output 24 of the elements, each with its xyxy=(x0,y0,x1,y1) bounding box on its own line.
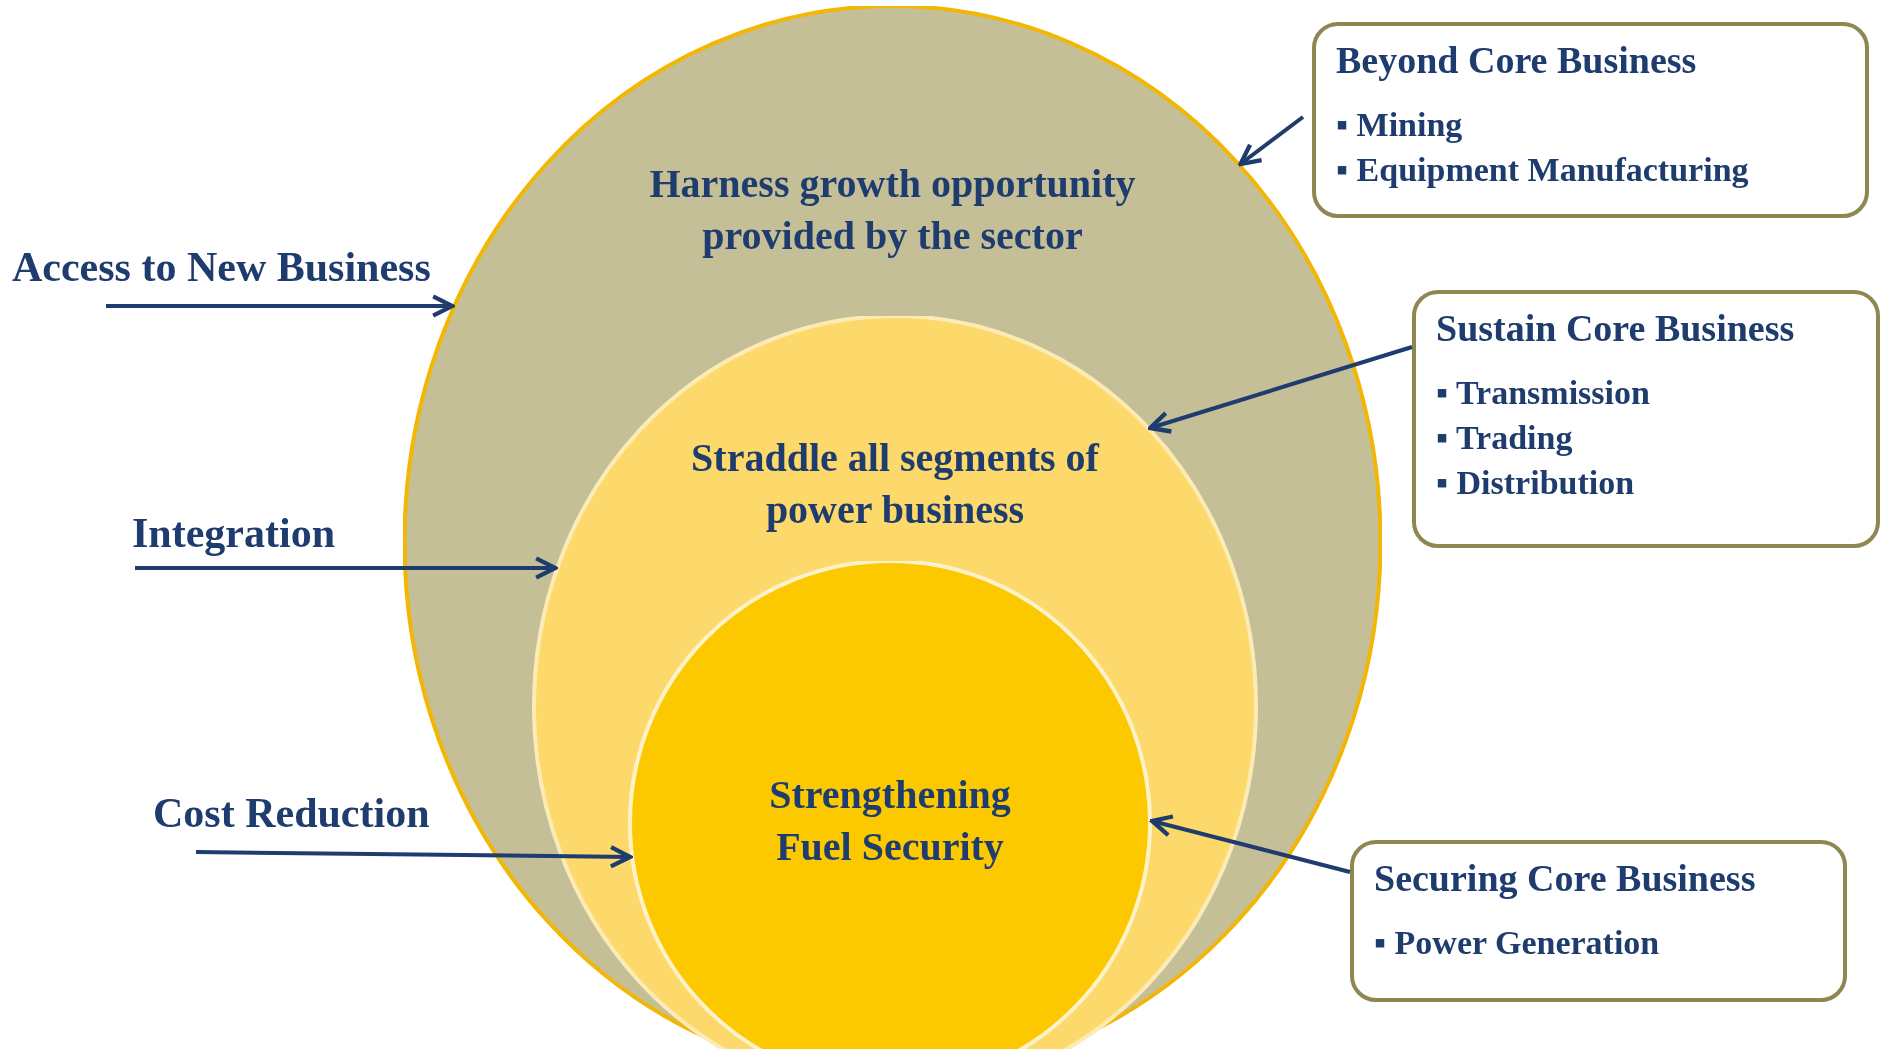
box-heading: Beyond Core Business xyxy=(1336,38,1698,83)
info-box xyxy=(1312,22,1869,218)
side-label: Cost Reduction xyxy=(153,790,430,836)
circle-label: Straddle all segments of power business xyxy=(690,434,1101,534)
bullet-item: ▪ Trading xyxy=(1436,418,1574,458)
arrow xyxy=(1149,814,1351,874)
info-box xyxy=(1412,290,1880,548)
bullet-item: ▪ Distribution xyxy=(1436,463,1636,503)
arrow xyxy=(1148,345,1413,434)
arrow xyxy=(195,845,633,869)
box-heading: Securing Core Business xyxy=(1374,856,1757,901)
box-heading: Sustain Core Business xyxy=(1436,306,1796,351)
arrow xyxy=(106,294,455,318)
circle-label: Strengthening Fuel Security xyxy=(768,771,1012,871)
bullet-item: ▪ Power Generation xyxy=(1374,923,1661,963)
side-label: Integration xyxy=(132,510,335,556)
info-box xyxy=(1350,840,1847,1002)
bullet-item: ▪ Equipment Manufacturing xyxy=(1336,150,1750,190)
arrow xyxy=(1238,115,1305,167)
circle-label: Harness growth opportunity provided by the sector xyxy=(648,160,1137,260)
bullet-item: ▪ Mining xyxy=(1336,105,1464,145)
arrow xyxy=(135,556,558,580)
bullet-item: ▪ Transmission xyxy=(1436,373,1651,413)
side-label: Access to New Business xyxy=(12,244,431,290)
